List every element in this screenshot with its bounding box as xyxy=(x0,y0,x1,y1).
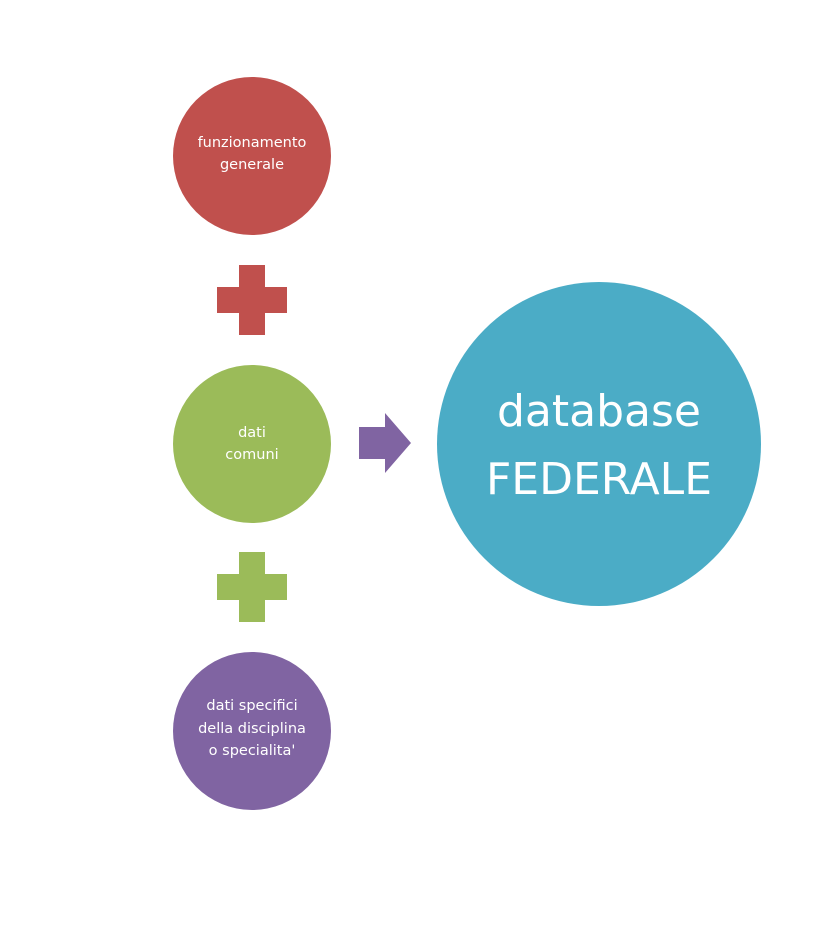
node-label-line: o specialita' xyxy=(208,743,296,760)
plus-horizontal-bar xyxy=(217,287,287,313)
node-database-federale: database FEDERALE xyxy=(437,282,761,606)
node-label-line: dati xyxy=(238,424,266,441)
node-dati-specifici: dati specifici della disciplina o specia… xyxy=(173,652,331,810)
plus-icon xyxy=(217,265,287,335)
node-funzionamento-generale: funzionamento generale xyxy=(173,77,331,235)
node-label-line: generale xyxy=(219,157,285,173)
node-label-line: comuni xyxy=(225,447,279,463)
node-label-line: FEDERALE xyxy=(486,454,712,505)
node-dati-comuni: dati comuni xyxy=(173,365,331,523)
arrow-shape xyxy=(359,413,411,473)
arrow-right-icon xyxy=(359,413,411,473)
node-label-line: dati specifici xyxy=(206,698,298,715)
node-label-line: funzionamento xyxy=(197,134,307,151)
node-label-line: database xyxy=(497,385,701,437)
plus-horizontal-bar xyxy=(217,574,287,600)
node-label-line: della disciplina xyxy=(198,720,306,737)
plus-icon xyxy=(217,552,287,622)
